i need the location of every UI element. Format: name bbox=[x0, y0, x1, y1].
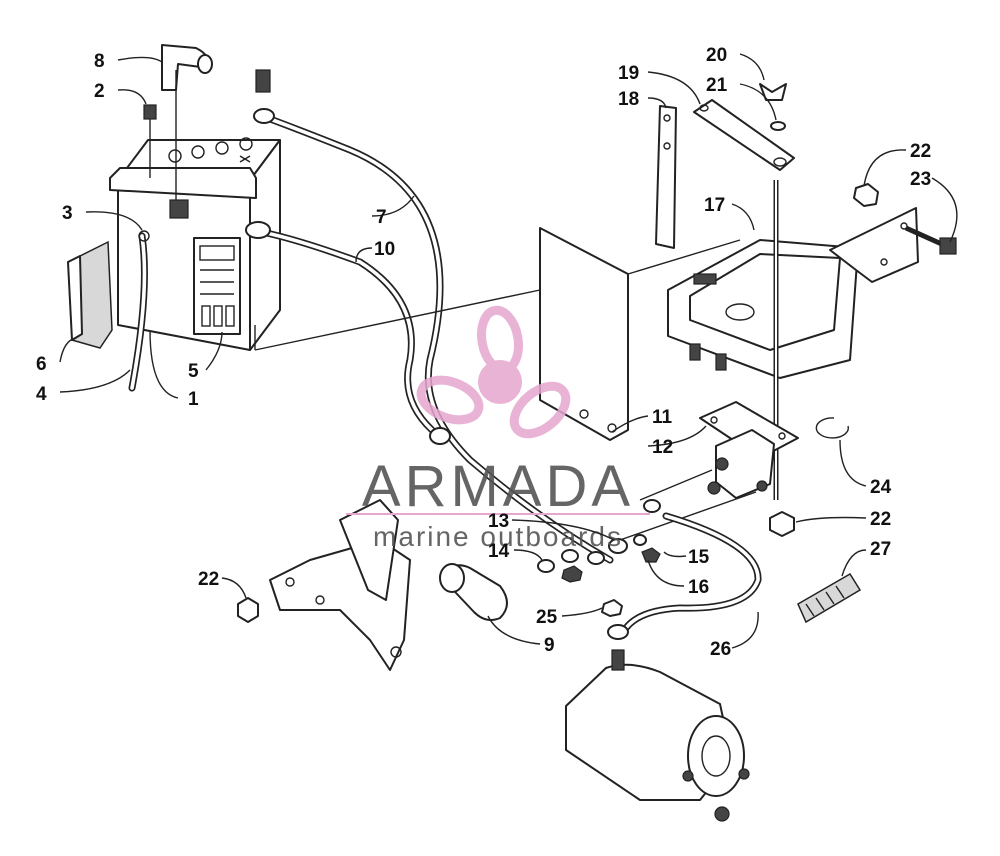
callout-2: 2 bbox=[94, 81, 105, 102]
leader-lines bbox=[59, 53, 958, 649]
callout-25: 25 bbox=[536, 607, 558, 628]
engine-bracket bbox=[237, 499, 411, 671]
callout-6: 6 bbox=[36, 354, 47, 375]
starter-cable bbox=[601, 512, 762, 640]
positive-cable bbox=[253, 69, 614, 564]
negative-cable bbox=[245, 221, 451, 445]
callout-12: 12 bbox=[652, 437, 673, 458]
wing-nut bbox=[759, 83, 787, 131]
callout-21: 21 bbox=[706, 75, 728, 96]
vent-tube bbox=[128, 230, 150, 392]
callout-7: 7 bbox=[376, 207, 387, 228]
callout-4: 4 bbox=[36, 384, 47, 405]
battery bbox=[109, 137, 281, 351]
vent-fitting bbox=[143, 104, 157, 178]
callout-15: 15 bbox=[688, 547, 710, 568]
callout-10: 10 bbox=[374, 239, 395, 260]
callout-27: 27 bbox=[870, 539, 891, 560]
propeller-icon bbox=[416, 305, 571, 439]
callouts: 8 2 3 6 4 5 1 7 10 19 18 20 21 22 23 17 … bbox=[36, 45, 931, 660]
solenoid-boot bbox=[439, 563, 508, 621]
battery-shield bbox=[67, 240, 113, 349]
watermark-tagline: marine outboards bbox=[373, 521, 623, 552]
nuts-and-washers bbox=[537, 499, 661, 583]
callout-22-right: 22 bbox=[870, 509, 891, 530]
callout-23: 23 bbox=[910, 169, 931, 190]
watermark-brand: ARMADA bbox=[362, 454, 634, 519]
callout-17: 17 bbox=[704, 195, 725, 216]
flange-nut-top bbox=[853, 183, 879, 207]
callout-5: 5 bbox=[188, 361, 199, 382]
callout-11: 11 bbox=[652, 407, 673, 428]
callout-9: 9 bbox=[544, 635, 555, 656]
callout-16: 16 bbox=[688, 577, 709, 598]
watermark: ARMADA marine outboards bbox=[346, 305, 650, 552]
boot-27 bbox=[797, 572, 862, 624]
callout-22-left: 22 bbox=[198, 569, 219, 590]
callout-20: 20 bbox=[706, 45, 727, 66]
callout-3: 3 bbox=[62, 203, 73, 224]
callout-24: 24 bbox=[870, 477, 892, 498]
bolt-23 bbox=[904, 225, 957, 255]
callout-8: 8 bbox=[94, 51, 105, 72]
battery-tray bbox=[627, 207, 919, 379]
callout-22-top: 22 bbox=[910, 141, 931, 162]
starter-solenoid bbox=[619, 401, 799, 541]
callout-19: 19 bbox=[618, 63, 639, 84]
flange-nut-lower bbox=[769, 511, 795, 537]
terminal-boot bbox=[161, 44, 213, 219]
callout-1: 1 bbox=[188, 389, 199, 410]
callout-14: 14 bbox=[488, 541, 510, 562]
hold-down-bracket bbox=[693, 99, 795, 171]
callout-13: 13 bbox=[488, 511, 509, 532]
callout-18: 18 bbox=[618, 89, 639, 110]
hold-down-strap bbox=[655, 105, 677, 249]
snap-ring bbox=[815, 417, 849, 439]
starter-motor bbox=[565, 649, 750, 822]
callout-26: 26 bbox=[710, 639, 731, 660]
